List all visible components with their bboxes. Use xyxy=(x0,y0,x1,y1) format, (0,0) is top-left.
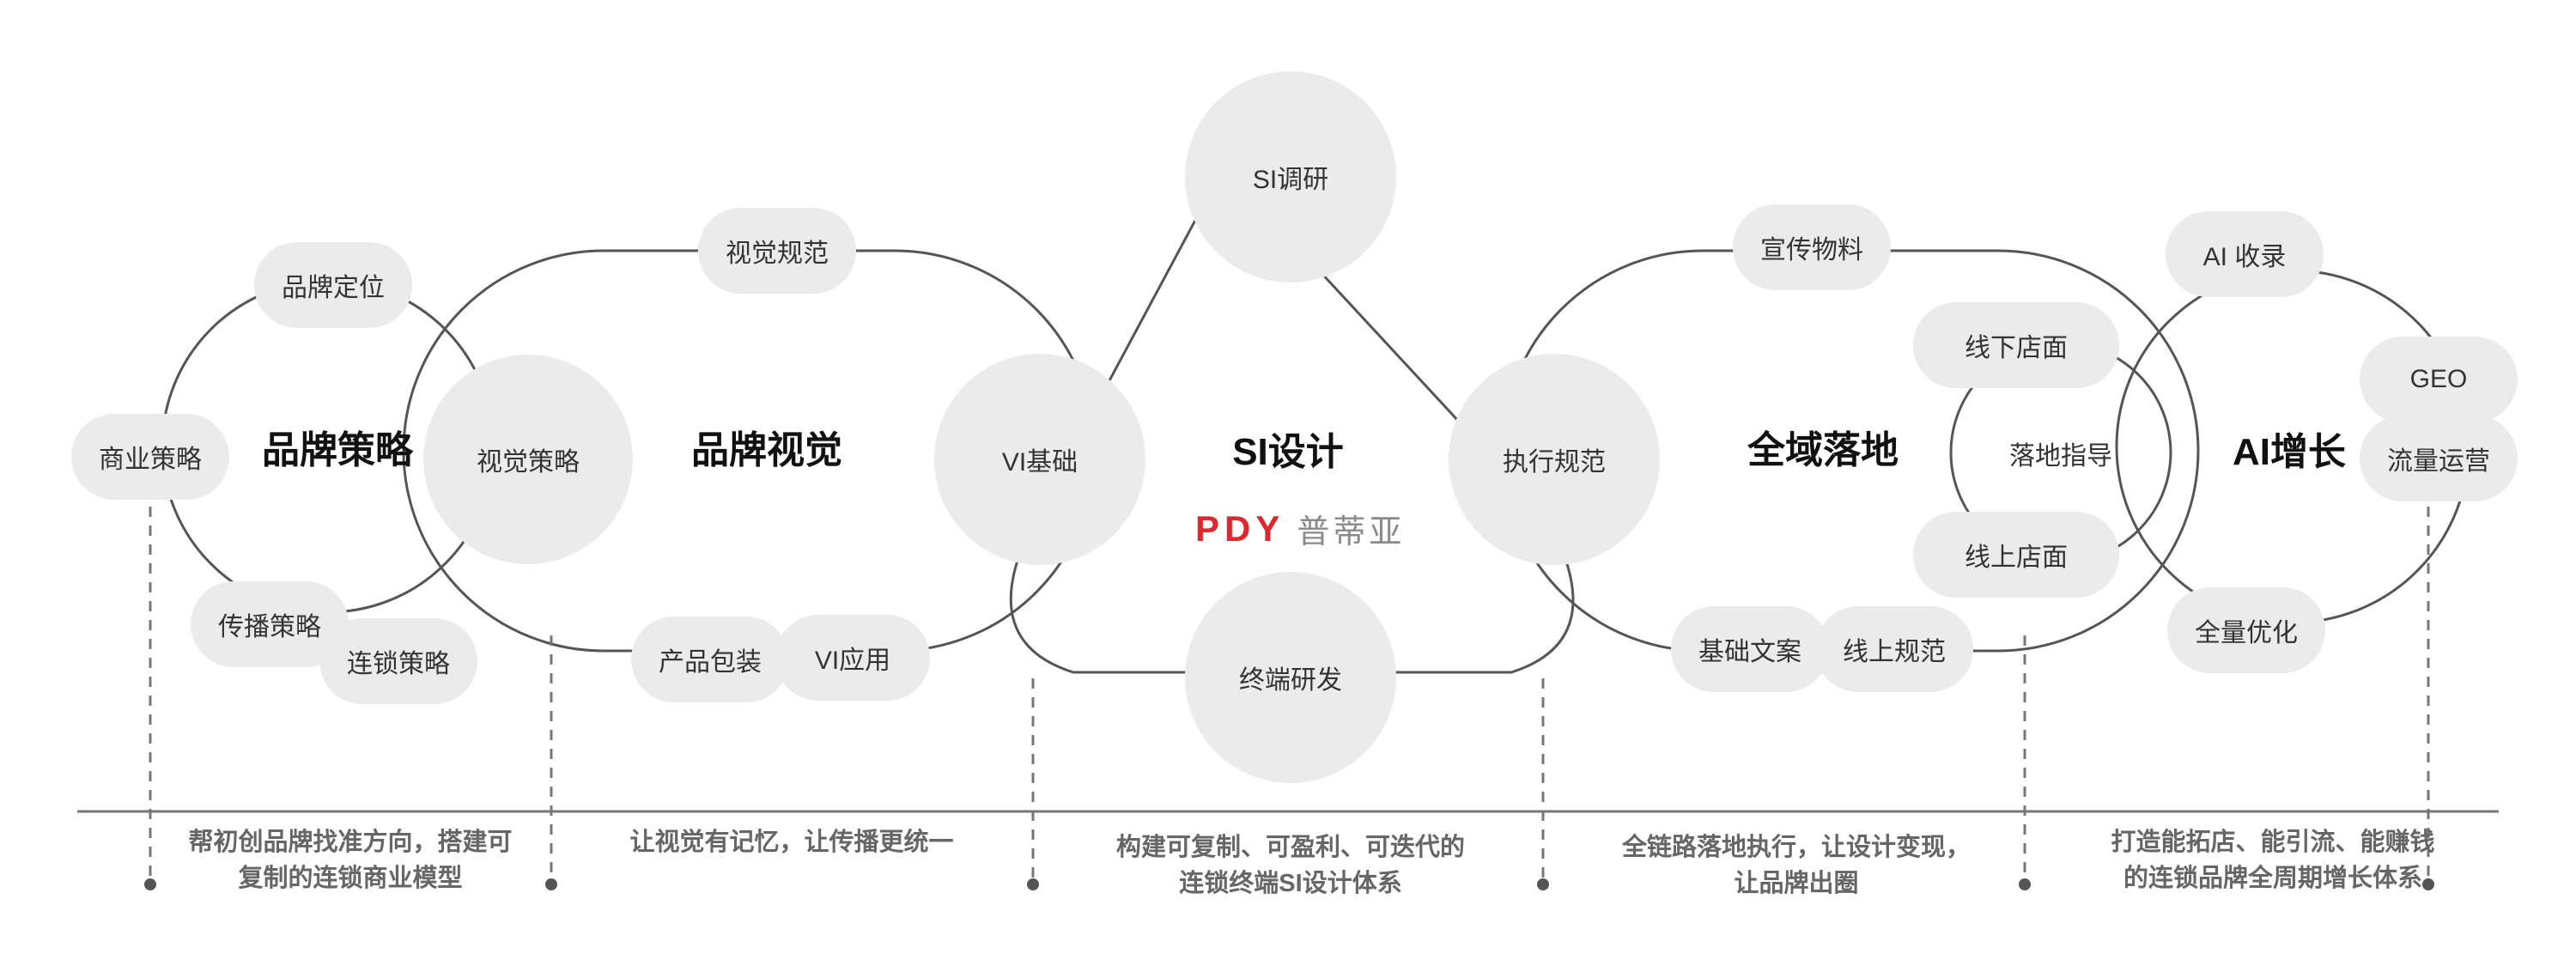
description-brand-visual: 让视觉有记忆，让传播更统一 xyxy=(629,829,954,856)
node-visual-strategy[interactable]: 视觉策略 xyxy=(423,355,633,564)
section-title-si-design: SI设计 xyxy=(1232,431,1344,473)
node-online-store[interactable]: 线上店面 xyxy=(1913,512,2119,598)
node-promo-materials[interactable]: 宣传物料 xyxy=(1733,204,1891,290)
description-ai-growth: 打造能拓店、能引流、能赚钱 的连锁品牌全周期增长体系 xyxy=(2111,829,2435,892)
brand-logo: PDY 普蒂亚 xyxy=(1195,505,1405,552)
node-visual-standard[interactable]: 视觉规范 xyxy=(698,208,856,294)
description-si-design: 构建可复制、可盈利、可迭代的 连锁终端SI设计体系 xyxy=(1115,834,1466,897)
section-title-brand-visual: 品牌视觉 xyxy=(691,429,842,471)
section-title-omni-landing: 全域落地 xyxy=(1747,429,1899,471)
section-title-brand-strategy: 品牌策略 xyxy=(262,429,413,471)
node-online-standard[interactable]: 线上规范 xyxy=(1815,606,1973,692)
description-omni-landing: 全链路落地执行，让设计变现， 让品牌出圈 xyxy=(1621,834,1971,897)
node-traffic-operation[interactable]: 流量运营 xyxy=(2360,416,2518,501)
node-chain-strategy[interactable]: 连锁策略 xyxy=(319,618,477,704)
node-full-optimization[interactable]: 全量优化 xyxy=(2167,587,2325,673)
node-landing-guidance[interactable]: 落地指导 xyxy=(2009,442,2112,471)
node-vi-basics[interactable]: VI基础 xyxy=(934,354,1145,565)
description-brand-strategy: 帮初创品牌找准方向，搭建可 复制的连锁商业模型 xyxy=(188,829,513,892)
node-geo[interactable]: GEO xyxy=(2360,337,2518,422)
node-si-research[interactable]: SI调研 xyxy=(1185,71,1396,282)
node-terminal-rnd[interactable]: 终端研发 xyxy=(1185,572,1396,783)
node-brand-positioning[interactable]: 品牌定位 xyxy=(254,242,412,328)
node-offline-store[interactable]: 线下店面 xyxy=(1913,302,2119,388)
node-ai-indexing[interactable]: AI 收录 xyxy=(2166,211,2324,297)
node-vi-application[interactable]: VI应用 xyxy=(775,615,930,701)
node-product-packaging[interactable]: 产品包装 xyxy=(631,617,789,702)
brand-logo-name: 普蒂亚 xyxy=(1297,514,1406,550)
section-title-ai-growth: AI增长 xyxy=(2233,431,2346,473)
node-execution-standard[interactable]: 执行规范 xyxy=(1449,354,1660,565)
node-basic-copywriting[interactable]: 基础文案 xyxy=(1671,606,1829,692)
brand-logo-mark: PDY xyxy=(1195,507,1285,549)
node-business-strategy[interactable]: 商业策略 xyxy=(71,414,229,500)
